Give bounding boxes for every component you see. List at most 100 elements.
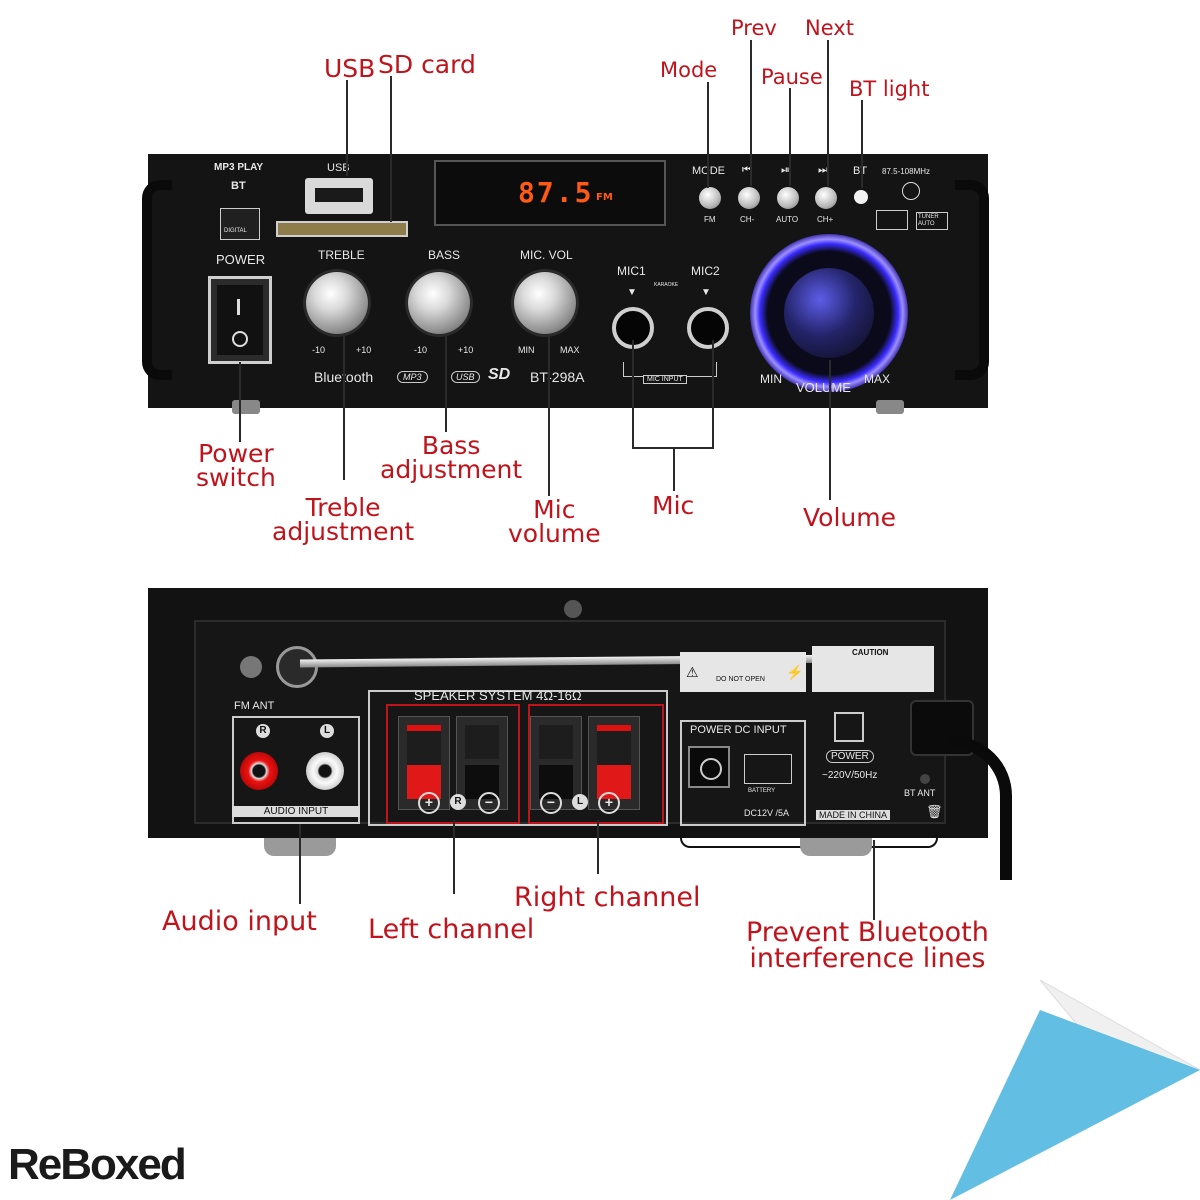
bass-knob[interactable] (408, 272, 470, 334)
right-plus-icon: + (598, 792, 620, 814)
prev-button[interactable] (738, 187, 760, 209)
karaoke-label: KARAOKE (654, 282, 679, 288)
usb-pointer-line (346, 80, 348, 176)
mp3-logo: MP3 (397, 371, 428, 383)
mic-vol-label: MIC. VOL (520, 248, 573, 262)
digital-logo (220, 208, 260, 240)
right-channel-callout: Right channel (514, 882, 701, 913)
audio-l-label: L (320, 724, 334, 738)
next-button[interactable] (815, 187, 837, 209)
page-curl-blue (950, 1010, 1200, 1200)
fm-box (876, 210, 908, 230)
fm-label: FM (704, 215, 716, 224)
audio-input-block (232, 716, 360, 824)
model-number: BT-298A (530, 369, 585, 385)
do-not-open-label: DO NOT OPEN (716, 676, 765, 683)
speaker-system-label: SPEAKER SYSTEM 4Ω-16Ω (414, 688, 582, 703)
volume-max-label: MAX (864, 372, 891, 386)
mic1-label: MIC1 (617, 264, 646, 278)
fm-antenna-icon (902, 182, 920, 200)
power-switch-pointer-line (239, 362, 241, 442)
audio-input-label: AUDIO INPUT (232, 806, 360, 817)
top-screw (564, 600, 582, 618)
display-unit: FM (596, 192, 613, 203)
bt-light-callout: BT light (849, 77, 930, 101)
power-switch[interactable] (208, 276, 272, 364)
bass-max-label: +10 (458, 345, 474, 355)
caution-title: CAUTION (852, 648, 889, 657)
right-l-icon: L (572, 794, 588, 810)
brand-logo: ReBoxed (8, 1140, 187, 1189)
ch-minus-label: CH- (740, 215, 755, 224)
treble-min-label: -10 (312, 345, 326, 355)
audio-input-left-rca[interactable] (306, 752, 344, 790)
dc-rating-label: DC12V /5A (744, 808, 790, 818)
right-minus-icon: − (540, 792, 562, 814)
power-dc-input-label: POWER DC INPUT (690, 724, 787, 736)
next-icon: ⏭ (818, 164, 828, 176)
tuner-auto-label: TUNER AUTO (916, 212, 948, 230)
power-dc-input-block (680, 720, 806, 826)
bt-light-pointer-line (861, 100, 863, 188)
speaker-system-block (368, 690, 668, 826)
treble-pointer-line (343, 334, 345, 480)
mic-input-label: MIC INPUT (643, 375, 687, 384)
ac-power-plug[interactable] (910, 700, 974, 756)
power-cable-down (1000, 820, 1012, 880)
corner-page-curl (950, 980, 1200, 1200)
dc-jack[interactable] (688, 746, 730, 788)
usb-port[interactable] (305, 178, 373, 214)
mic-volume-callout: Mic volume (508, 495, 601, 548)
prev-pointer-line (750, 40, 752, 186)
mic2-label: MIC2 (691, 264, 720, 278)
display-frequency: 87.5 (518, 176, 594, 209)
volume-knob[interactable] (784, 268, 874, 358)
left-handle (142, 180, 172, 380)
digital-label: DIGITAL (224, 228, 247, 234)
power-switch-callout: Power switch (196, 439, 276, 492)
sd-card-slot[interactable] (276, 221, 408, 237)
mic2-jack[interactable] (687, 307, 729, 349)
frequency-range: 87.5-108MHz (882, 167, 931, 176)
treble-label: TREBLE (318, 248, 365, 262)
left-minus-icon: − (478, 792, 500, 814)
mp3-play-label: MP3 PLAY (214, 162, 264, 173)
left-plus-icon: + (418, 792, 440, 814)
left-r-icon: R (450, 794, 466, 810)
left-channel-callout: Left channel (368, 914, 535, 945)
play-pause-icon: ⏯ (781, 164, 790, 176)
usb-port-label: USB (327, 162, 350, 174)
ac-power-label: POWER (826, 750, 874, 763)
volume-min-label: MIN (760, 372, 782, 386)
usb-logo: USB (451, 371, 480, 383)
power-label: POWER (216, 252, 266, 267)
treble-max-label: +10 (356, 345, 372, 355)
right-channel-pointer-line (597, 820, 599, 874)
next-pointer-line (827, 40, 829, 186)
pause-button[interactable] (777, 187, 799, 209)
mic-volume-knob[interactable] (514, 272, 576, 334)
auto-label: AUTO (776, 215, 799, 224)
audio-r-label: R (256, 724, 270, 738)
bass-pointer-line (445, 334, 447, 432)
mic-left-pointer-line (632, 340, 634, 448)
sd-logo: SD (488, 366, 511, 383)
bass-label: BASS (428, 248, 461, 262)
front-foot-left (232, 400, 260, 414)
right-positive-terminal[interactable] (588, 716, 640, 810)
right-channel-highlight (528, 704, 664, 824)
mic-callout: Mic (652, 491, 695, 520)
made-in-label: MADE IN CHINA (816, 810, 891, 820)
audio-input-right-rca[interactable] (240, 752, 278, 790)
audio-input-pointer-line (299, 824, 301, 904)
power-icon-box (834, 712, 864, 742)
treble-callout: Treble adjustment (272, 493, 415, 546)
mode-button[interactable] (699, 187, 721, 209)
mic-vol-max-label: MAX (560, 345, 580, 355)
warning-triangle-icon: ⚠ (686, 664, 699, 680)
fm-antenna-screw (240, 656, 262, 678)
bt-lines-pointer-line (873, 840, 875, 920)
volume-label: VOLUME (796, 380, 851, 395)
usb-callout: USB (324, 54, 376, 83)
treble-knob[interactable] (306, 272, 368, 334)
